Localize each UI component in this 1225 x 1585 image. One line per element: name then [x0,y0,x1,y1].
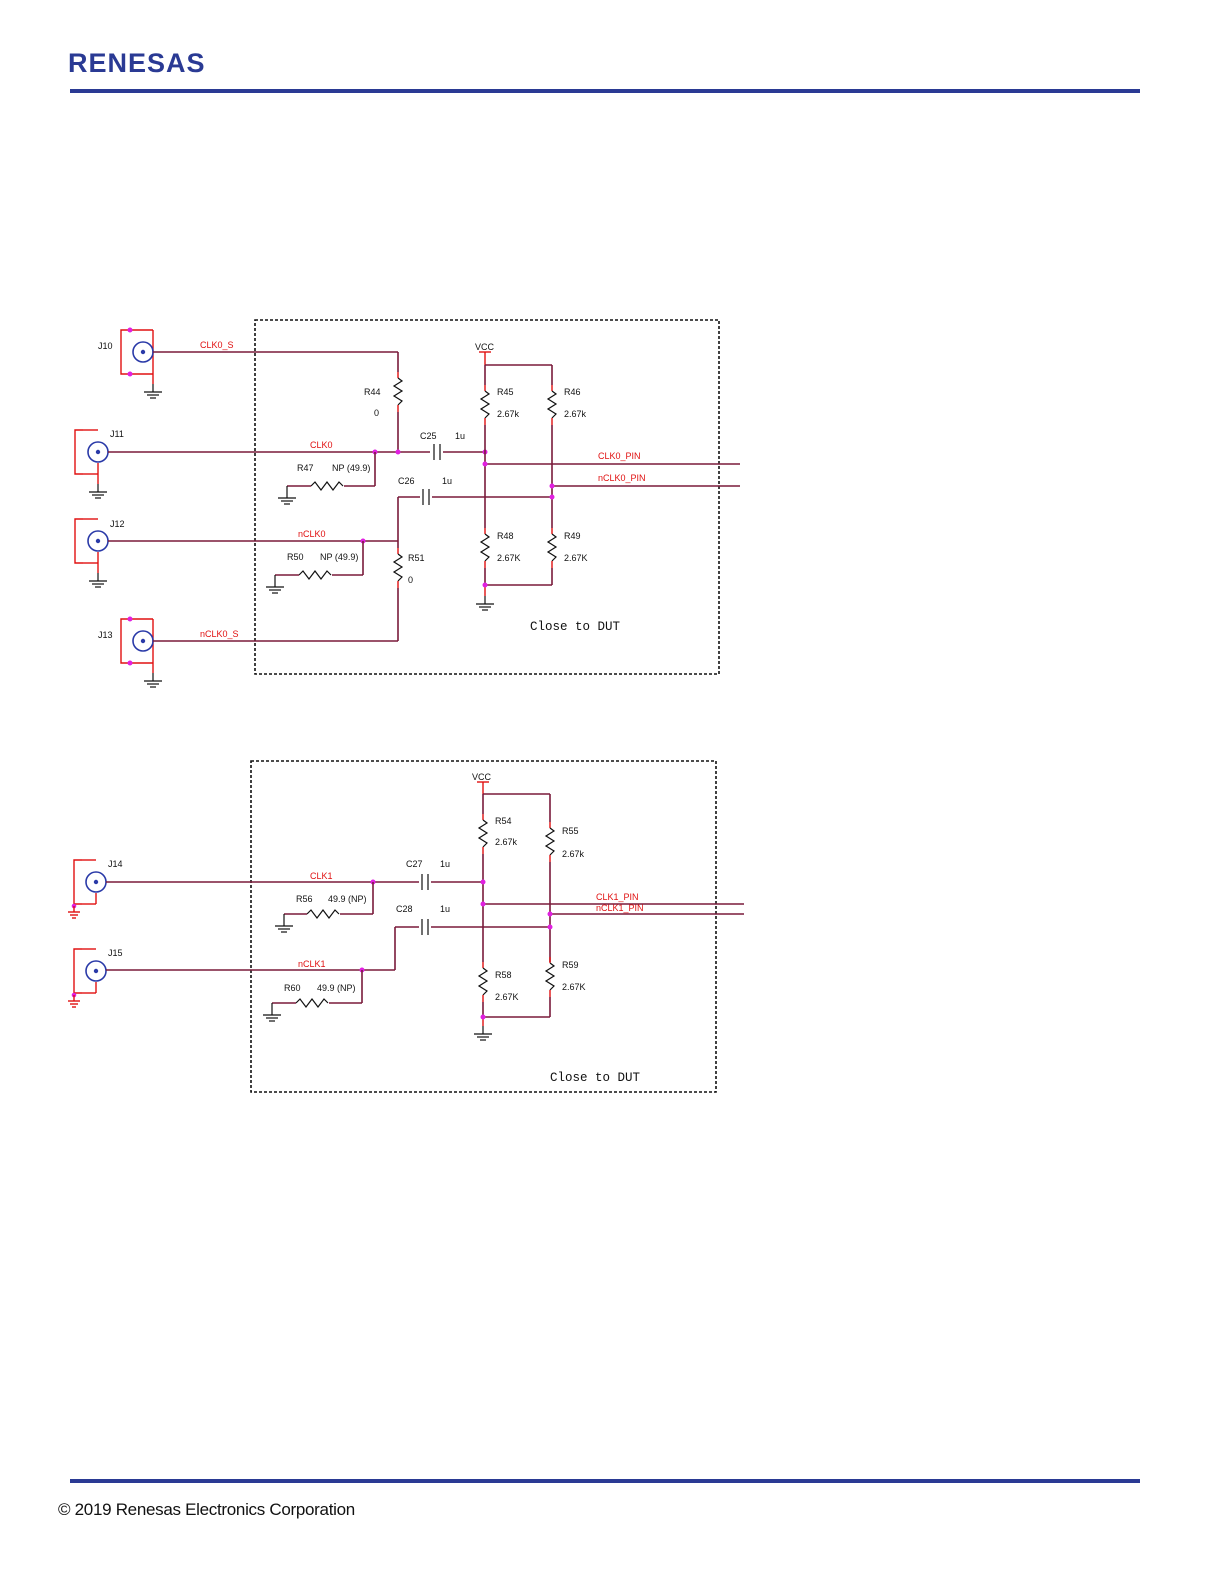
r44-value: 0 [374,408,379,418]
j10-label: J10 [98,341,113,351]
footer-rule [70,1479,1140,1483]
schematic-2: VCC R54 2.67k R55 2.67k R58 2.67K R59 2.… [68,760,744,1093]
connector-j14: J14 [68,859,123,919]
connector-j11: J11 [74,429,124,499]
r46-ref: R46 [564,387,581,397]
r55-ref: R55 [562,826,579,836]
net-nclk1-pin: nCLK1_PIN [596,903,644,913]
connector-j10: J10 [98,327,163,399]
r56-value: 49.9 (NP) [328,894,367,904]
r49-ref: R49 [564,531,581,541]
vcc-label-1: VCC [475,342,495,352]
connector-j13: J13 [98,616,163,688]
r54-ref: R54 [495,816,512,826]
c25-ref: C25 [420,431,437,441]
net-nclk1: nCLK1 [298,959,326,969]
r50-ref: R50 [287,552,304,562]
net-clk1-pin: CLK1_PIN [596,892,639,902]
j12-label: J12 [110,519,125,529]
c26-value: 1u [442,476,452,486]
r48-ref: R48 [497,531,514,541]
j15-label: J15 [108,948,123,958]
connector-j15: J15 [68,948,123,1008]
c25-value: 1u [455,431,465,441]
net-nclk0-s: nCLK0_S [200,629,239,639]
close-to-dut-note-2: Close to DUT [550,1071,641,1085]
r59-ref: R59 [562,960,579,970]
j14-label: J14 [108,859,123,869]
dut-boundary-box-2 [250,760,717,1093]
connector-j12: J12 [74,518,125,588]
header-rule [70,89,1140,93]
c28-value: 1u [440,904,450,914]
copyright-footer: © 2019 Renesas Electronics Corporation [58,1500,355,1519]
r44-ref: R44 [364,387,381,397]
net-clk0-s: CLK0_S [200,340,234,350]
r60-value: 49.9 (NP) [317,983,356,993]
r47-value: NP (49.9) [332,463,370,473]
net-clk0: CLK0 [310,440,333,450]
renesas-logo: RENESAS [68,48,206,78]
net-nclk0-pin: nCLK0_PIN [598,473,646,483]
r56-ref: R56 [296,894,313,904]
r54-value: 2.67k [495,837,518,847]
c27-ref: C27 [406,859,423,869]
c28-ref: C28 [396,904,413,914]
r46-value: 2.67k [564,409,587,419]
r47-ref: R47 [297,463,314,473]
c26-ref: C26 [398,476,415,486]
dut-boundary-box-1 [254,319,720,675]
net-nclk0: nCLK0 [298,529,326,539]
r55-value: 2.67k [562,849,585,859]
vcc-label-2: VCC [472,772,492,782]
schematic-1: J10 CLK0_S R44 0 J11 CLK0 R47 [74,319,740,688]
r45-value: 2.67k [497,409,520,419]
r51-ref: R51 [408,553,425,563]
close-to-dut-note-1: Close to DUT [530,620,621,634]
net-clk0-pin: CLK0_PIN [598,451,641,461]
r58-ref: R58 [495,970,512,980]
j13-label: J13 [98,630,113,640]
r50-value: NP (49.9) [320,552,358,562]
r59-value: 2.67K [562,982,586,992]
r58-value: 2.67K [495,992,519,1002]
j11-label: J11 [110,429,124,439]
r49-value: 2.67K [564,553,588,563]
r45-ref: R45 [497,387,514,397]
r48-value: 2.67K [497,553,521,563]
r60-ref: R60 [284,983,301,993]
c27-value: 1u [440,859,450,869]
r51-value: 0 [408,575,413,585]
net-clk1: CLK1 [310,871,333,881]
